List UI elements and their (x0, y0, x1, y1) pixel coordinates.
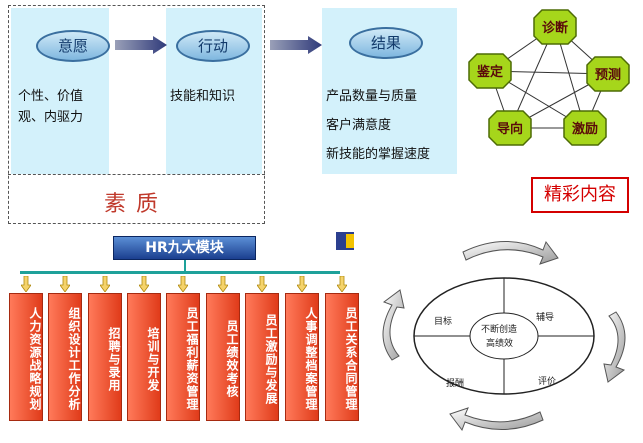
step-arrow-2 (270, 36, 322, 54)
hr-module-5: 员工福利薪资管理 (166, 293, 200, 421)
step-oval-2: 行动 (176, 30, 250, 62)
hr-module-9: 员工关系合同管理 (325, 293, 359, 421)
step-oval-3: 结果 (349, 27, 423, 59)
book-icon (336, 232, 354, 250)
cycle-center-line-2: 高绩效 (486, 339, 514, 349)
star-node-motivate: 激励 (563, 110, 607, 146)
step-desc-2: 技能和知识 (170, 89, 236, 104)
hr-down-arrow-6 (218, 276, 228, 292)
hr-down-arrow-7 (257, 276, 267, 292)
performance-cycle (382, 240, 626, 432)
cycle-center-line-1: 不断创造 (481, 325, 518, 335)
hr-module-6: 员工绩效考核 (206, 293, 240, 421)
hr-module-7: 员工激励与发展 (245, 293, 279, 421)
svg-text:诊断: 诊断 (542, 20, 568, 36)
hr-connector-vertical (184, 260, 186, 272)
svg-text:预测: 预测 (595, 67, 621, 83)
hr-title: HR九大模块 (113, 236, 256, 260)
hr-down-arrow-2 (60, 276, 70, 292)
hr-module-8: 人事调整档案管理 (285, 293, 319, 421)
hr-module-1: 人力资源战略规划 (9, 293, 43, 421)
hr-down-arrow-5 (178, 276, 188, 292)
step-arrow-1 (115, 36, 167, 54)
star-node-guide: 导向 (488, 110, 532, 146)
svg-text:激励: 激励 (572, 121, 598, 137)
hr-module-4: 培训与开发 (127, 293, 161, 421)
step-desc-1: 个性、价值 观、内驱力 (18, 89, 84, 125)
hr-connector-horizontal (20, 271, 340, 274)
hr-module-3: 招聘与录用 (88, 293, 122, 421)
svg-text:鉴定: 鉴定 (476, 64, 503, 80)
svg-text:导向: 导向 (497, 121, 523, 137)
hr-down-arrow-8 (297, 276, 307, 292)
star-node-diagnose: 诊断 (533, 9, 577, 45)
cycle-label-reward: 报酬 (446, 379, 465, 389)
cycle-label-evaluate: 评价 (538, 377, 557, 387)
hr-down-arrow-3 (100, 276, 110, 292)
cycle-label-goal: 目标 (434, 317, 453, 327)
competency-frame (8, 5, 265, 224)
hr-module-2: 组织设计工作分析 (48, 293, 82, 421)
star-network: 诊断 预测 激励 导向 鉴定 (468, 9, 630, 146)
hr-down-arrow-4 (139, 276, 149, 292)
step-desc-3: 产品数量与质量 客户满意度 新技能的掌握速度 (326, 89, 431, 162)
competency-footer: 素质 (104, 192, 169, 217)
cycle-label-coach: 辅导 (536, 313, 555, 323)
highlight-label: 精彩内容 (531, 177, 629, 213)
step-oval-1: 意愿 (36, 30, 110, 62)
star-node-appraise: 鉴定 (468, 53, 512, 89)
hr-down-arrow-9 (337, 276, 347, 292)
star-node-predict: 预测 (586, 56, 630, 92)
hr-down-arrow-1 (21, 276, 31, 292)
competency-divider (8, 174, 265, 176)
